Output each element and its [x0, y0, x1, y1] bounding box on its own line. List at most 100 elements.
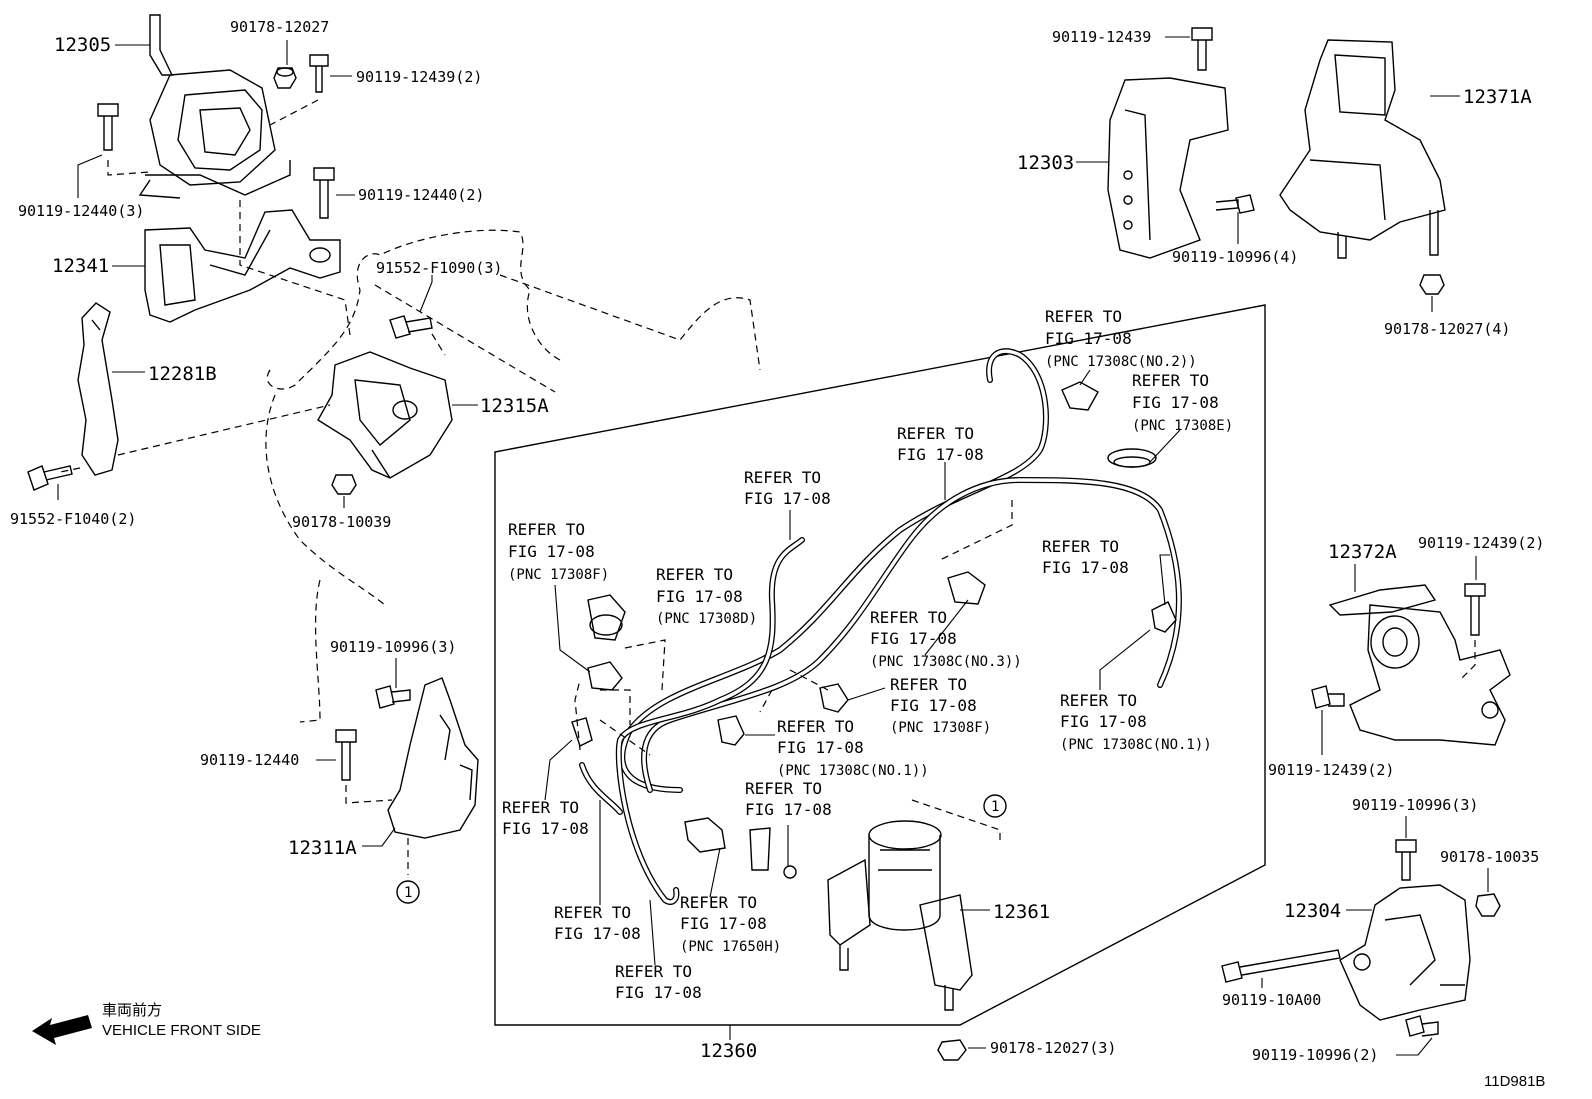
- bolt-90119-10996-3b: [1395, 839, 1417, 881]
- label-12305: 12305: [54, 34, 111, 56]
- label-90119-12440: 90119-12440: [200, 751, 299, 769]
- svg-text:REFER TO: REFER TO: [897, 424, 974, 443]
- label-90119-10996-3a: 90119-10996(3): [330, 638, 456, 656]
- bolt-90119-12439-right-a: [1464, 583, 1486, 636]
- label-90119-10996-2: 90119-10996(2): [1252, 1046, 1378, 1064]
- front-label-jp: 車両前方: [102, 1001, 162, 1019]
- svg-text:FIG 17-08: FIG 17-08: [1045, 329, 1132, 348]
- bolt-90119-12439-right-b: [1311, 685, 1345, 709]
- nut-90178-10039: [331, 474, 357, 495]
- svg-text:REFER TO: REFER TO: [680, 893, 757, 912]
- svg-text:FIG 17-08: FIG 17-08: [777, 738, 864, 757]
- bolt-90119-12440-lower: [335, 729, 357, 781]
- label-90119-12439-2a: 90119-12439(2): [356, 68, 482, 86]
- label-90119-12440-2: 90119-12440(2): [358, 186, 484, 204]
- svg-text:FIG 17-08: FIG 17-08: [656, 587, 743, 606]
- svg-text:REFER TO: REFER TO: [656, 565, 733, 584]
- refer-block-c2: REFER TO FIG 17-08 (PNC 17308C(NO.2)): [1045, 307, 1197, 370]
- svg-text:REFER TO: REFER TO: [508, 520, 585, 539]
- bolt-90119-12440-3: [97, 103, 119, 151]
- refer-block-h: REFER TO FIG 17-08 (PNC 17650H): [680, 893, 781, 955]
- label-90178-10035: 90178-10035: [1440, 848, 1539, 866]
- svg-text:(PNC 17308F): (PNC 17308F): [508, 567, 609, 583]
- bolt-91552-F1040: [27, 465, 73, 491]
- svg-text:REFER TO: REFER TO: [777, 717, 854, 736]
- label-12361: 12361: [993, 901, 1050, 923]
- nut-90178-12027-3: [937, 1039, 967, 1061]
- label-90178-12027: 90178-12027: [230, 18, 329, 36]
- refer-block-c1-right: REFER TO FIG 17-08 (PNC 17308C(NO.1)): [1060, 691, 1212, 753]
- label-90178-10039: 90178-10039: [292, 513, 391, 531]
- ref-circle-1-left: 1: [404, 885, 412, 901]
- label-12281B: 12281B: [148, 363, 217, 385]
- svg-text:REFER TO: REFER TO: [1132, 371, 1209, 390]
- mount-12372A: [1328, 584, 1511, 746]
- refer-block-right-mid: REFER TO FIG 17-08: [1042, 537, 1129, 577]
- bolt-90119-10996-left: [375, 685, 411, 709]
- refer-block-d: REFER TO FIG 17-08 (PNC 17308D): [656, 565, 757, 627]
- bracket-12315A: [317, 351, 453, 479]
- ref-circle-1-center: 1: [991, 799, 999, 815]
- svg-text:(PNC 17308C(NO.3)): (PNC 17308C(NO.3)): [870, 654, 1022, 670]
- stay-12281B: [77, 302, 119, 476]
- svg-text:FIG 17-08: FIG 17-08: [680, 914, 767, 933]
- bracket-12341: [144, 209, 341, 323]
- vsv-12361: [827, 820, 973, 1011]
- refer-block-e: REFER TO FIG 17-08 (PNC 17308E): [1132, 371, 1233, 434]
- refer-block-bottom-left: REFER TO FIG 17-08: [554, 903, 641, 943]
- mount-12305: [138, 14, 291, 199]
- svg-text:FIG 17-08: FIG 17-08: [745, 800, 832, 819]
- label-90119-10996-3b: 90119-10996(3): [1352, 796, 1478, 814]
- svg-text:FIG 17-08: FIG 17-08: [502, 819, 589, 838]
- svg-text:(PNC 17308D): (PNC 17308D): [656, 611, 757, 627]
- label-12360: 12360: [700, 1040, 757, 1062]
- label-90178-12027-4: 90178-12027(4): [1384, 320, 1510, 338]
- svg-text:REFER TO: REFER TO: [890, 675, 967, 694]
- svg-text:REFER TO: REFER TO: [1045, 307, 1122, 326]
- bolt-90119-10996-4: [1215, 194, 1255, 214]
- refer-block-bottom-center: REFER TO FIG 17-08: [615, 962, 702, 1002]
- mount-12371A: [1279, 39, 1446, 259]
- refer-block-f-center: REFER TO FIG 17-08 (PNC 17308F): [890, 675, 991, 736]
- svg-text:REFER TO: REFER TO: [870, 608, 947, 627]
- label-12304: 12304: [1284, 900, 1341, 922]
- svg-text:FIG 17-08: FIG 17-08: [1042, 558, 1129, 577]
- nut-90178-12027: [273, 67, 297, 89]
- svg-text:(PNC 17308C(NO.1)): (PNC 17308C(NO.1)): [1060, 737, 1212, 753]
- label-90119-10A00: 90119-10A00: [1222, 991, 1321, 1009]
- front-arrow-icon: [32, 1015, 92, 1045]
- svg-text:REFER TO: REFER TO: [745, 779, 822, 798]
- bolt-90119-12439-right: [1191, 27, 1213, 71]
- refer-block-bracket: REFER TO FIG 17-08: [745, 779, 832, 819]
- diagram-id: 11D981B: [1484, 1073, 1545, 1090]
- svg-text:REFER TO: REFER TO: [554, 903, 631, 922]
- refer-block-f-left: REFER TO FIG 17-08 (PNC 17308F): [508, 520, 609, 583]
- bolt-90119-12439-top: [309, 54, 329, 93]
- label-91552-F1090-3: 91552-F1090(3): [376, 259, 502, 277]
- svg-text:(PNC 17308C(NO.2)): (PNC 17308C(NO.2)): [1045, 354, 1197, 370]
- bolt-90119-12440-2: [313, 167, 335, 219]
- assembly-box-12360: [494, 304, 1266, 1026]
- label-90178-12027-3: 90178-12027(3): [990, 1039, 1116, 1057]
- svg-text:FIG 17-08: FIG 17-08: [1060, 712, 1147, 731]
- bolt-90119-10A00: [1221, 949, 1341, 983]
- label-12303: 12303: [1017, 152, 1074, 174]
- label-90119-12439: 90119-12439: [1052, 28, 1151, 46]
- label-12311A: 12311A: [288, 837, 357, 859]
- svg-text:(PNC 17650H): (PNC 17650H): [680, 939, 781, 955]
- svg-text:FIG 17-08: FIG 17-08: [554, 924, 641, 943]
- label-12372A: 12372A: [1328, 541, 1397, 563]
- refer-block-c1-center: REFER TO FIG 17-08 (PNC 17308C(NO.1)): [777, 717, 929, 779]
- bolt-91552-F1090: [389, 315, 433, 339]
- label-91552-F1040-2: 91552-F1040(2): [10, 510, 136, 528]
- bracket-12303: [1107, 77, 1229, 259]
- svg-text:REFER TO: REFER TO: [744, 468, 821, 487]
- svg-text:FIG 17-08: FIG 17-08: [897, 445, 984, 464]
- front-label-en: VEHICLE FRONT SIDE: [102, 1022, 261, 1039]
- label-90119-12440-3: 90119-12440(3): [18, 202, 144, 220]
- svg-text:(PNC 17308F): (PNC 17308F): [890, 720, 991, 736]
- bracket-12304: [1339, 884, 1471, 1021]
- label-12341: 12341: [52, 255, 109, 277]
